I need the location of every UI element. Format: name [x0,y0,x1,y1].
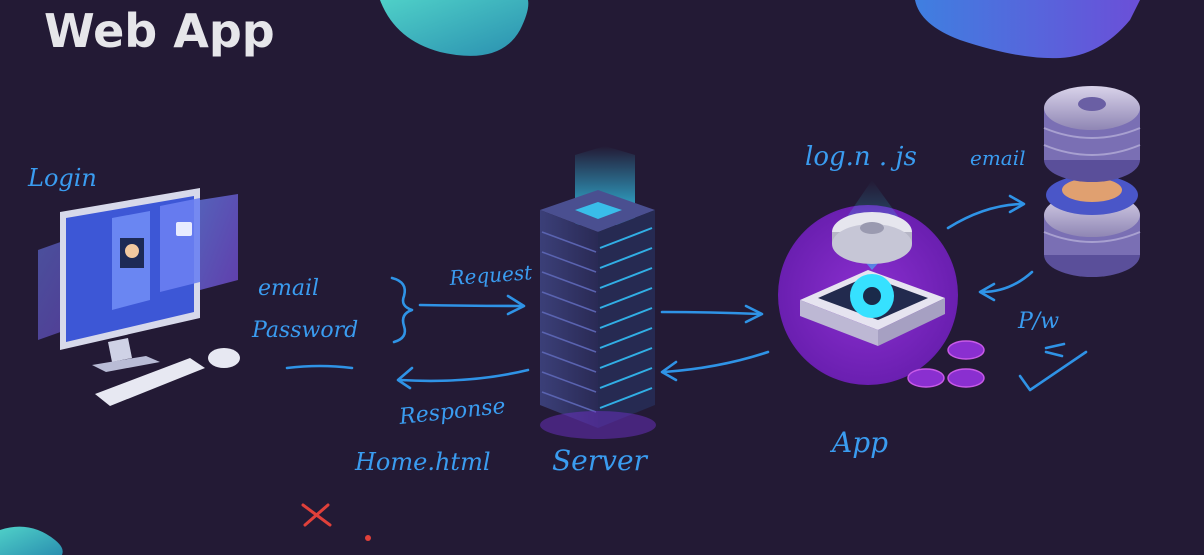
label-db-email: email [970,146,1026,170]
label-app: App [829,426,888,459]
label-login-js: log.n . js [805,142,917,172]
label-password: Password [251,318,358,343]
background-blobs [0,0,1140,555]
label-server: Server [552,444,649,477]
label-response: Response [397,394,507,430]
checkmark [1018,350,1088,392]
request-arrow [418,294,526,316]
app-icon [778,180,985,388]
label-home-html: Home.html [354,448,491,476]
underline-stroke [285,364,354,370]
label-request: Request [448,260,534,290]
label-login: Login [27,164,97,192]
computer-icon [38,188,240,406]
app-to-server-arrow [660,350,770,382]
server-icon [540,146,656,439]
label-email: email [258,276,319,301]
page-title: Web App [44,4,275,58]
red-dot [365,535,371,541]
scribble-mark [1044,342,1066,358]
label-pw: P/w [1017,309,1059,334]
db-to-app-arrow [978,270,1034,302]
response-arrow [396,366,530,390]
server-to-app-arrow [660,304,764,324]
database-icon [1043,86,1141,277]
app-to-db-arrow [946,194,1026,230]
brace [390,276,414,344]
cross-mark-icon [301,503,332,527]
